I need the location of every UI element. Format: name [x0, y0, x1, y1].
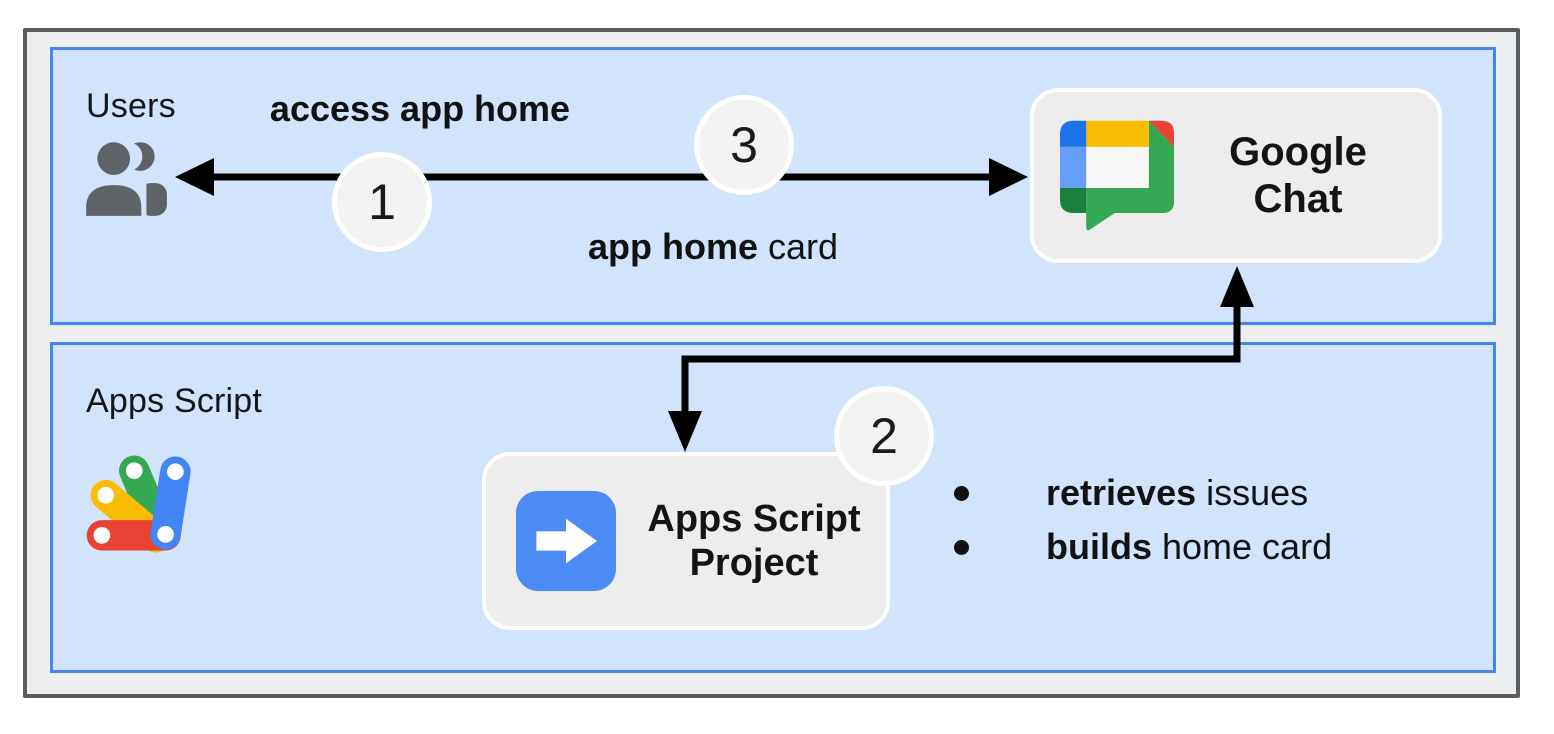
- bullet-dot-icon: [954, 539, 969, 555]
- edge-label-access-text: access app home: [269, 88, 571, 129]
- bullet-rest-text: issues: [1196, 472, 1309, 513]
- bullet-retrieves-issues: retrieves issues: [954, 466, 1332, 520]
- bullet-rest-text: home card: [1152, 526, 1333, 567]
- arrow-users-chat: [175, 158, 1028, 196]
- arrowhead-right-icon: [989, 158, 1028, 196]
- step-number-2: 2: [870, 408, 898, 464]
- arrowhead-left-icon: [175, 158, 214, 196]
- node-google-chat: Google Chat: [1030, 88, 1442, 263]
- arrowhead-down-icon: [668, 411, 702, 452]
- bullet-bold-text: retrieves: [1046, 472, 1197, 513]
- lane-users-label: Users: [86, 87, 176, 125]
- bullet-text: builds home card: [1046, 526, 1332, 568]
- step-badge-1: 1: [332, 152, 432, 252]
- node-apps-script-project: Apps Script Project: [482, 452, 890, 630]
- bullet-dot-icon: [954, 485, 969, 501]
- lane-apps-script-label: Apps Script: [86, 382, 263, 420]
- edge-label-response-bold: app home: [588, 226, 759, 267]
- step-badge-3: 3: [694, 95, 794, 195]
- node-google-chat-label: Google Chat: [1229, 130, 1367, 221]
- node-apps-script-project-label: Apps Script Project: [647, 497, 861, 584]
- arrow-chat-project-elbow: [668, 266, 1254, 452]
- edge-label-access-app-home: access app home: [240, 88, 600, 130]
- step-number-1: 1: [368, 174, 396, 230]
- step-badge-2: 2: [834, 386, 934, 486]
- step-number-3: 3: [730, 117, 758, 173]
- bullet-text: retrieves issues: [1046, 472, 1308, 514]
- bullet-bold-text: builds: [1046, 526, 1152, 567]
- arrow-right-icon: [536, 518, 598, 564]
- google-chat-logo: [1060, 120, 1174, 230]
- users-people-icon: [86, 142, 167, 216]
- apps-script-project-icon: [516, 491, 616, 591]
- apps-script-logo: [86, 455, 191, 553]
- arrowhead-up-icon: [1220, 266, 1254, 307]
- edge-label-response-rest: card: [758, 226, 839, 267]
- bullet-builds-home-card: builds home card: [954, 520, 1332, 574]
- edge-label-app-home-card: app home card: [588, 226, 838, 268]
- step2-bullet-list: retrieves issues builds home card: [954, 466, 1332, 574]
